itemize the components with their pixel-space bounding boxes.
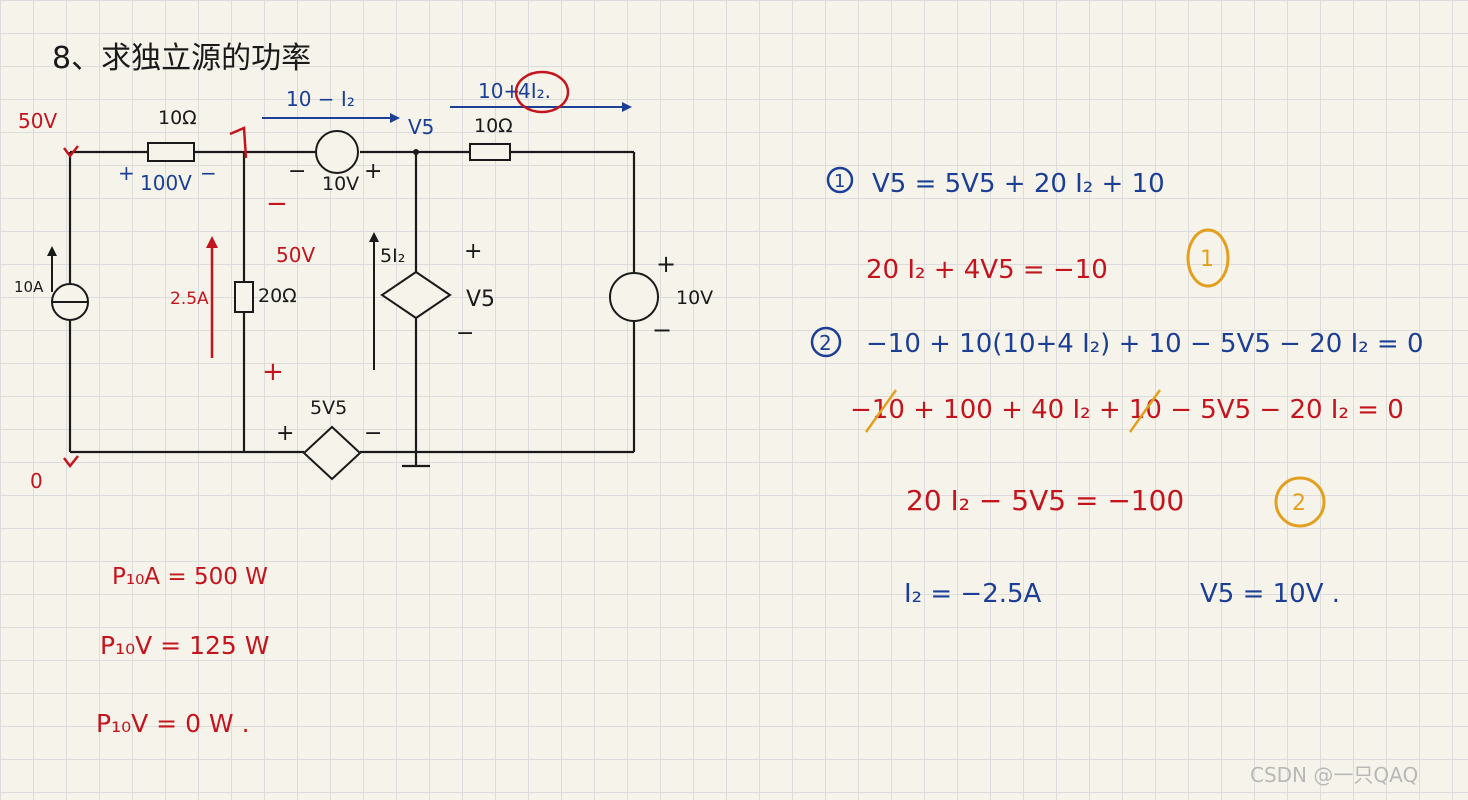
resistor-middle-label: 20Ω [258, 285, 297, 307]
circuit-wires [68, 149, 636, 468]
result-current: I₂ = −2.5A [904, 579, 1042, 609]
current-source-left-label: 10A [14, 278, 44, 296]
voltage-source-right-plus: + [656, 250, 676, 278]
resistor-middle-current: 2.5A [170, 289, 209, 309]
eq2-marker: 2 [819, 331, 832, 355]
current-arrows [63, 102, 632, 469]
current-arrow-top-left-label: 10 − I₂ [286, 87, 355, 111]
eq1-tag: 1 [1200, 247, 1214, 272]
power-voltage-source-2: P₁₀V = 0 W . [96, 709, 250, 738]
node-vs-label: V5 [408, 115, 434, 139]
equation-2: −10 + 10(10+4 I₂) + 10 − 5V5 − 20 I₂ = 0 [866, 329, 1424, 359]
resistor-top-right [469, 143, 511, 161]
dependent-source-v-plus: + [464, 239, 482, 264]
resistor-top-left [147, 142, 195, 162]
eq1-tag-circle [1186, 228, 1230, 288]
equation-1b: 20 I₂ + 4V5 = −10 [866, 255, 1108, 285]
dependent-current-source [369, 232, 452, 370]
voltage-source-top [315, 130, 359, 174]
eq1-marker: 1 [834, 171, 845, 192]
resistor-middle-voltage: 50V [276, 243, 315, 267]
resistor-middle-plus: + [262, 357, 284, 387]
strike-1 [864, 389, 898, 433]
eq2-marker-circle [810, 326, 842, 358]
voltage-source-top-label: 10V [322, 173, 359, 195]
resistor-top-left-plus: + [118, 161, 135, 185]
current-arrow-top-right-label-a: 10+ [478, 79, 520, 103]
resistor-middle-minus: − [266, 189, 288, 219]
result-voltage: V5 = 10V . [1200, 579, 1340, 609]
voltage-source-right-minus: − [652, 316, 672, 344]
resistor-middle [234, 281, 254, 313]
equation-2c: 20 I₂ − 5V5 = −100 [906, 484, 1184, 517]
resistor-top-left-voltage: 100V [140, 171, 192, 195]
current-arrow-top-right-label-b: 4I₂. [518, 79, 551, 103]
node-bottom-voltage: 0 [30, 469, 43, 493]
dependent-voltage-source [302, 425, 362, 481]
resistor-top-left-label: 10Ω [158, 107, 197, 129]
dependent-source-v-minus: − [456, 321, 474, 346]
resistor-top-right-label: 10Ω [474, 115, 513, 137]
resistor-top-left-minus: − [200, 161, 217, 185]
voltage-source-right [609, 272, 659, 322]
eq1-marker-circle [826, 166, 854, 194]
strike-2 [1128, 389, 1162, 433]
equation-1: V5 = 5V5 + 20 I₂ + 10 [872, 169, 1165, 199]
dependent-voltage-source-label: 5V5 [310, 397, 347, 419]
power-voltage-source-1: P₁₀V = 125 W [100, 631, 269, 660]
eq2-tag-circle [1274, 476, 1326, 528]
node-top-left-voltage: 50V [18, 109, 57, 133]
page-title: 8、求独立源的功率 [52, 41, 311, 76]
dependent-voltage-source-plus: + [276, 421, 294, 446]
watermark: CSDN @一只QAQ [1250, 763, 1418, 787]
current-source-left [47, 246, 89, 321]
voltage-source-top-plus: + [364, 159, 382, 184]
eq2-tag: 2 [1292, 491, 1306, 516]
circled-annotation [514, 70, 570, 114]
voltage-source-right-label: 10V [676, 287, 713, 309]
equation-2b: −10 + 100 + 40 I₂ + 10 − 5V5 − 20 I₂ = 0 [850, 395, 1404, 425]
dependent-source-v-label: V5 [466, 287, 495, 312]
dependent-current-source-label: 5I₂ [380, 245, 405, 267]
dependent-voltage-source-minus: − [364, 421, 382, 446]
voltage-source-top-minus: − [288, 159, 306, 184]
power-current-source: P₁₀A = 500 W [112, 564, 268, 590]
